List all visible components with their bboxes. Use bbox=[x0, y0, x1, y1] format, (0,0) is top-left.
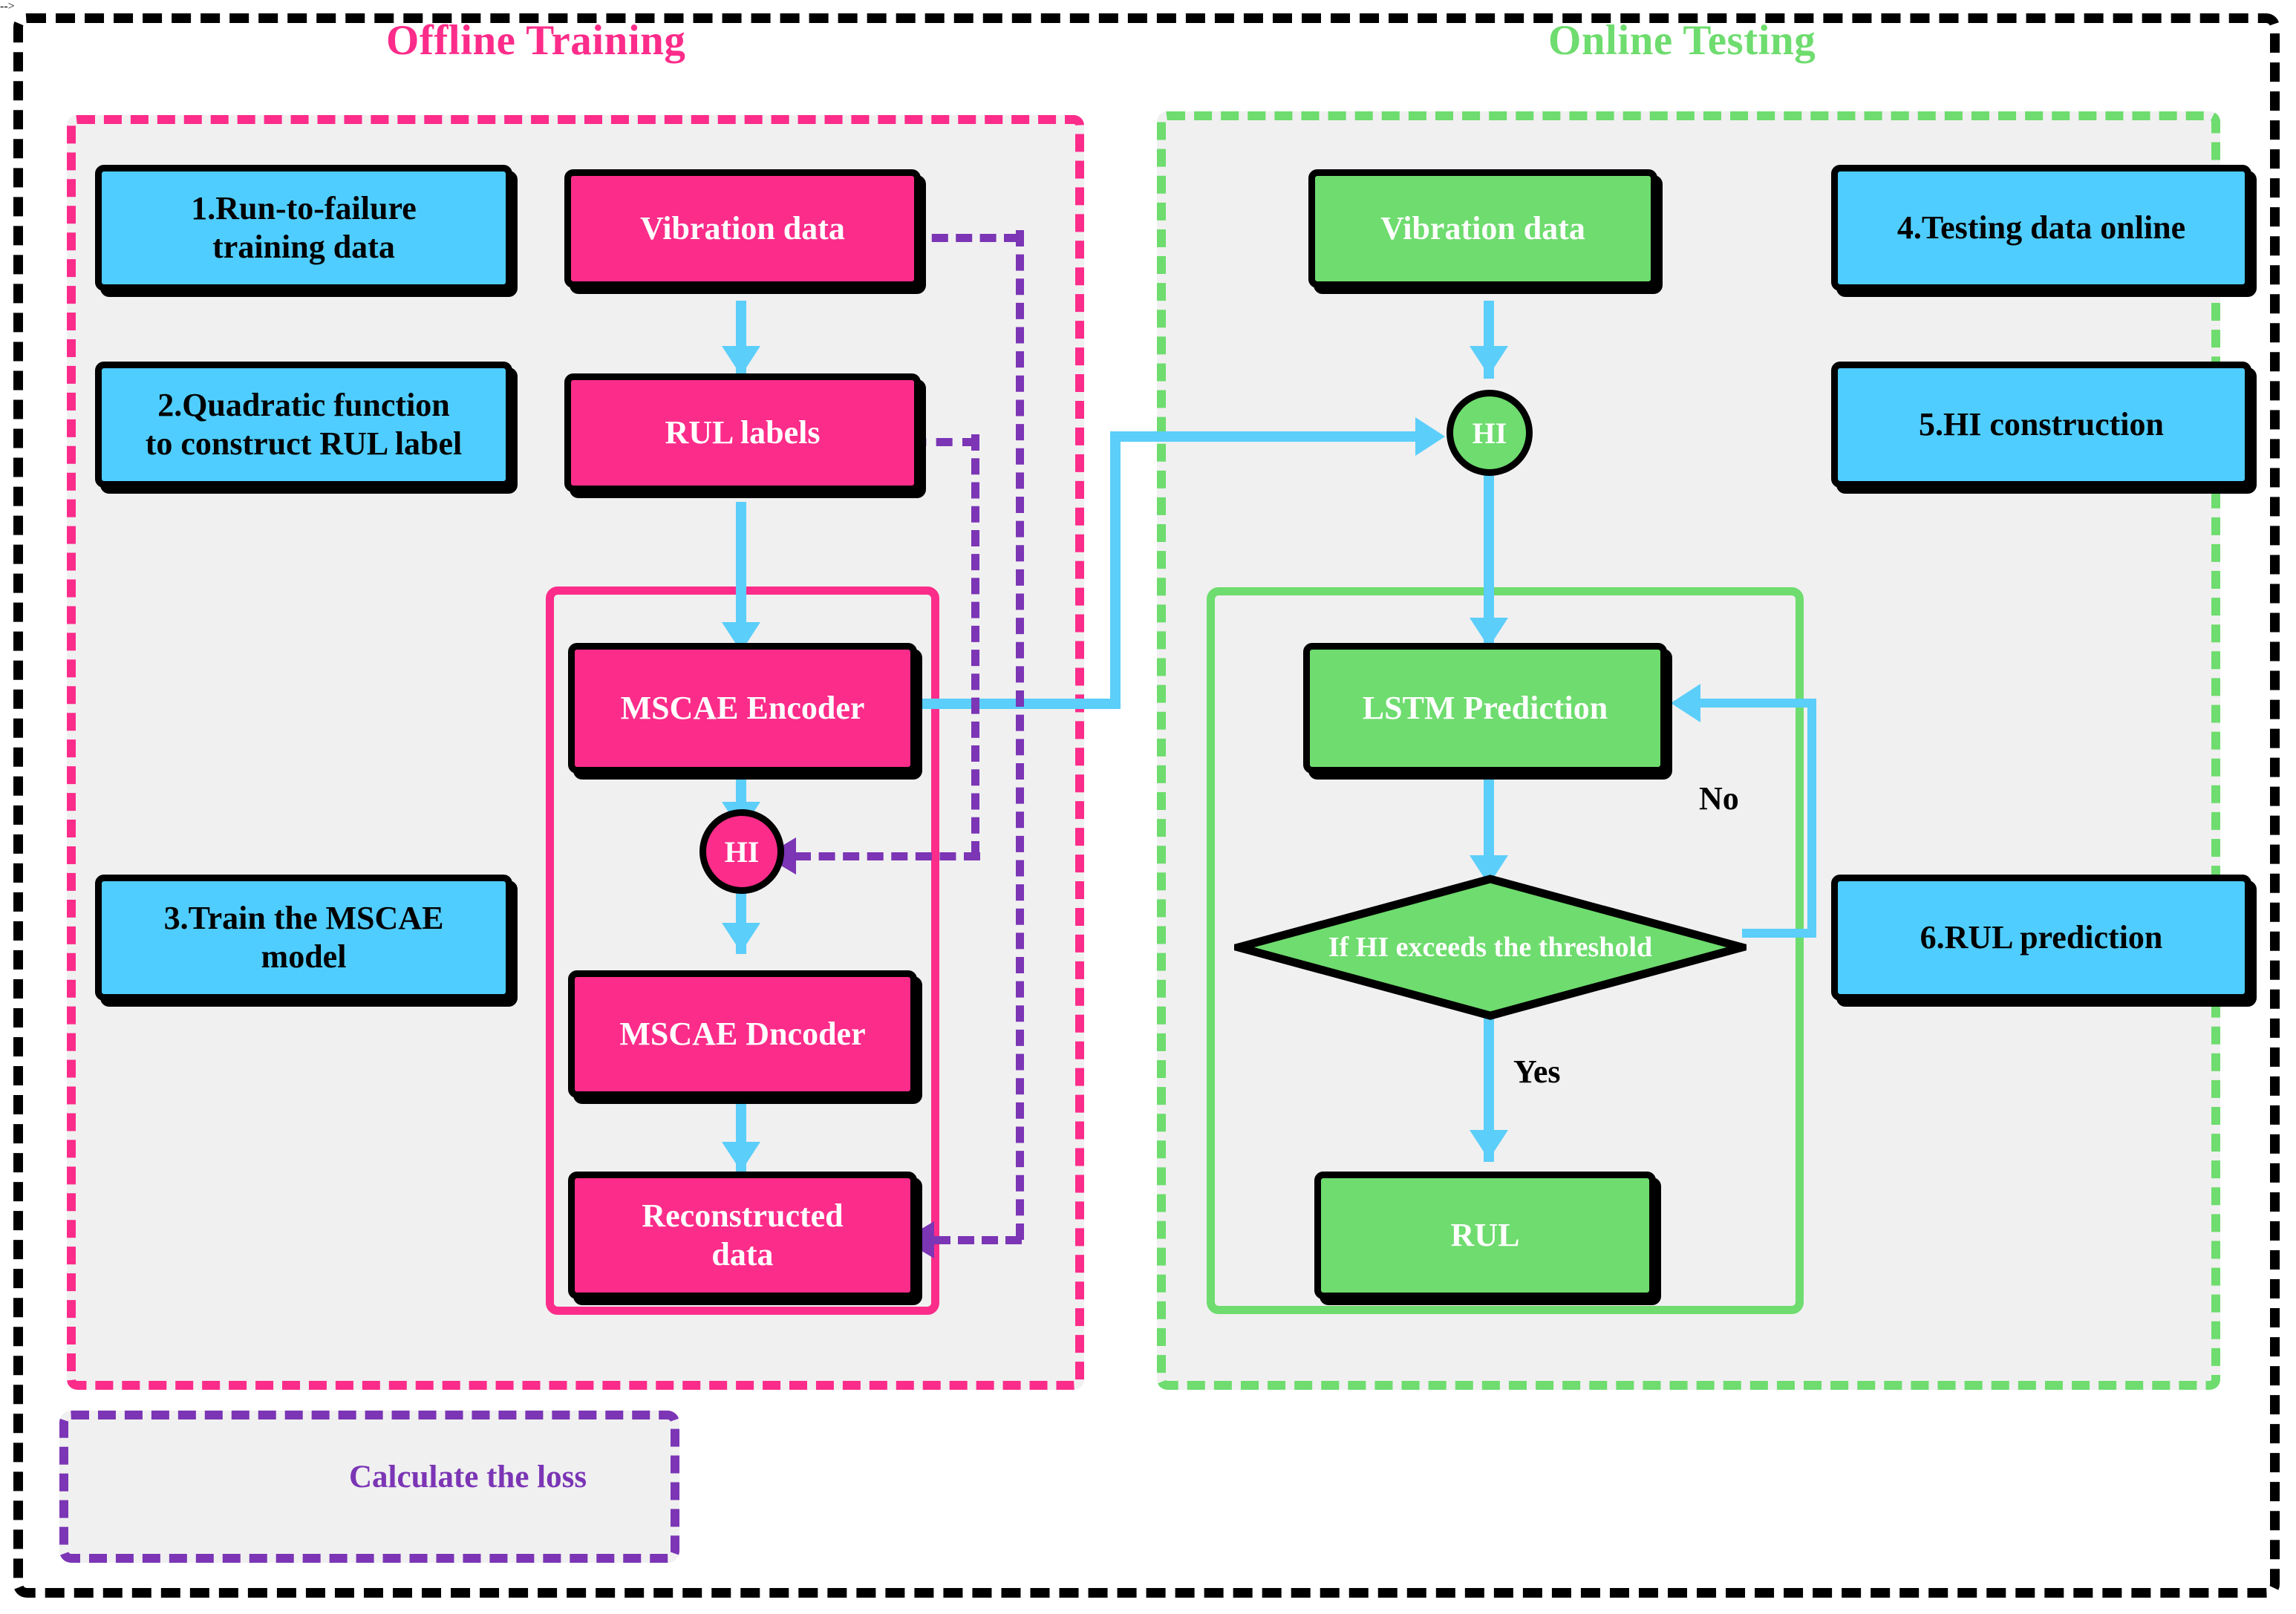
edge-label-yes: Yes bbox=[1513, 1053, 1561, 1090]
edge-rullabels-to-encoder bbox=[736, 502, 746, 650]
step-box-testing-data-online[interactable]: 4.Testing data online bbox=[1831, 165, 2251, 291]
arrowhead-no-loop bbox=[1671, 684, 1700, 722]
section-title-online-testing: Online Testing bbox=[1548, 17, 1816, 64]
edge-testhi-to-lstm bbox=[1484, 475, 1494, 646]
arrowhead-decoder-to-reconstructed bbox=[722, 1142, 760, 1172]
arrowhead-encoder-to-testhi bbox=[1415, 417, 1445, 456]
node-decision-hi-threshold[interactable]: If HI exceeds the threshold bbox=[1234, 875, 1747, 1020]
diamond-shape-icon bbox=[1234, 875, 1747, 1020]
section-title-offline-training: Offline Training bbox=[386, 17, 686, 64]
edge-no-loop-seg3 bbox=[1700, 699, 1812, 708]
step-box-hi-construction[interactable]: 5.HI construction bbox=[1831, 362, 2251, 488]
node-vibration-data-testing[interactable]: Vibration data bbox=[1308, 169, 1657, 288]
node-mscae-encoder[interactable]: MSCAE Encoder bbox=[568, 643, 917, 774]
edge-yes-to-rul bbox=[1484, 987, 1494, 1162]
node-rul-labels[interactable]: RUL labels bbox=[564, 373, 921, 492]
lstm-loop-group bbox=[1207, 587, 1804, 1314]
node-label: HI bbox=[724, 834, 760, 869]
step-box-label: 5.HI construction bbox=[1919, 406, 2164, 443]
step-box-label: 4.Testing data online bbox=[1897, 209, 2186, 246]
node-hi-testing[interactable]: HI bbox=[1447, 390, 1533, 476]
node-mscae-decoder[interactable]: MSCAE Dncoder bbox=[568, 970, 917, 1098]
legend-label: Calculate the loss bbox=[349, 1460, 587, 1494]
node-rul-output[interactable]: RUL bbox=[1314, 1172, 1656, 1299]
arrowhead-yes-to-rul bbox=[1470, 1130, 1508, 1160]
edge-encoder-to-testhi-seg2 bbox=[1110, 431, 1121, 709]
node-label: LSTM Prediction bbox=[1362, 690, 1608, 727]
loss-edge-to-vibration bbox=[884, 234, 1020, 250]
outer-frame bbox=[13, 13, 2280, 1598]
arrowhead-testvib-to-testhi bbox=[1470, 346, 1508, 376]
legend-box bbox=[59, 1411, 679, 1563]
loss-edge-to-rullabels bbox=[884, 438, 979, 454]
node-label: Vibration data bbox=[640, 210, 845, 247]
arrowhead-testhi-to-lstm bbox=[1470, 618, 1508, 647]
loss-edge-to-reconstructed bbox=[934, 1236, 1022, 1252]
edge-no-loop-seg2 bbox=[1807, 699, 1816, 938]
edge-label-no: No bbox=[1699, 780, 1739, 817]
node-label: RUL labels bbox=[665, 414, 821, 451]
node-label: MSCAE Encoder bbox=[620, 690, 865, 727]
loss-branch-vertical bbox=[971, 434, 988, 857]
arrowhead-vibration-to-rullabels bbox=[722, 346, 760, 376]
node-label: Vibration data bbox=[1380, 210, 1585, 247]
step-box-label: 6.RUL prediction bbox=[1920, 919, 2163, 956]
node-lstm-prediction[interactable]: LSTM Prediction bbox=[1303, 643, 1667, 774]
node-label: MSCAE Dncoder bbox=[619, 1016, 866, 1053]
arrowhead-hi-to-decoder bbox=[722, 923, 760, 953]
node-hi-training[interactable]: HI bbox=[699, 809, 784, 894]
node-label: HI bbox=[1472, 416, 1507, 450]
step-box-rul-prediction[interactable]: 6.RUL prediction bbox=[1831, 875, 2251, 1001]
edge-encoder-to-testhi-seg3 bbox=[1110, 431, 1437, 442]
node-label: RUL bbox=[1450, 1217, 1520, 1254]
loss-edge-to-hi bbox=[795, 852, 980, 869]
node-vibration-data-training[interactable]: Vibration data bbox=[564, 169, 921, 288]
edge-no-loop-seg1 bbox=[1742, 929, 1816, 938]
loss-trunk-vertical bbox=[1016, 230, 1032, 1240]
